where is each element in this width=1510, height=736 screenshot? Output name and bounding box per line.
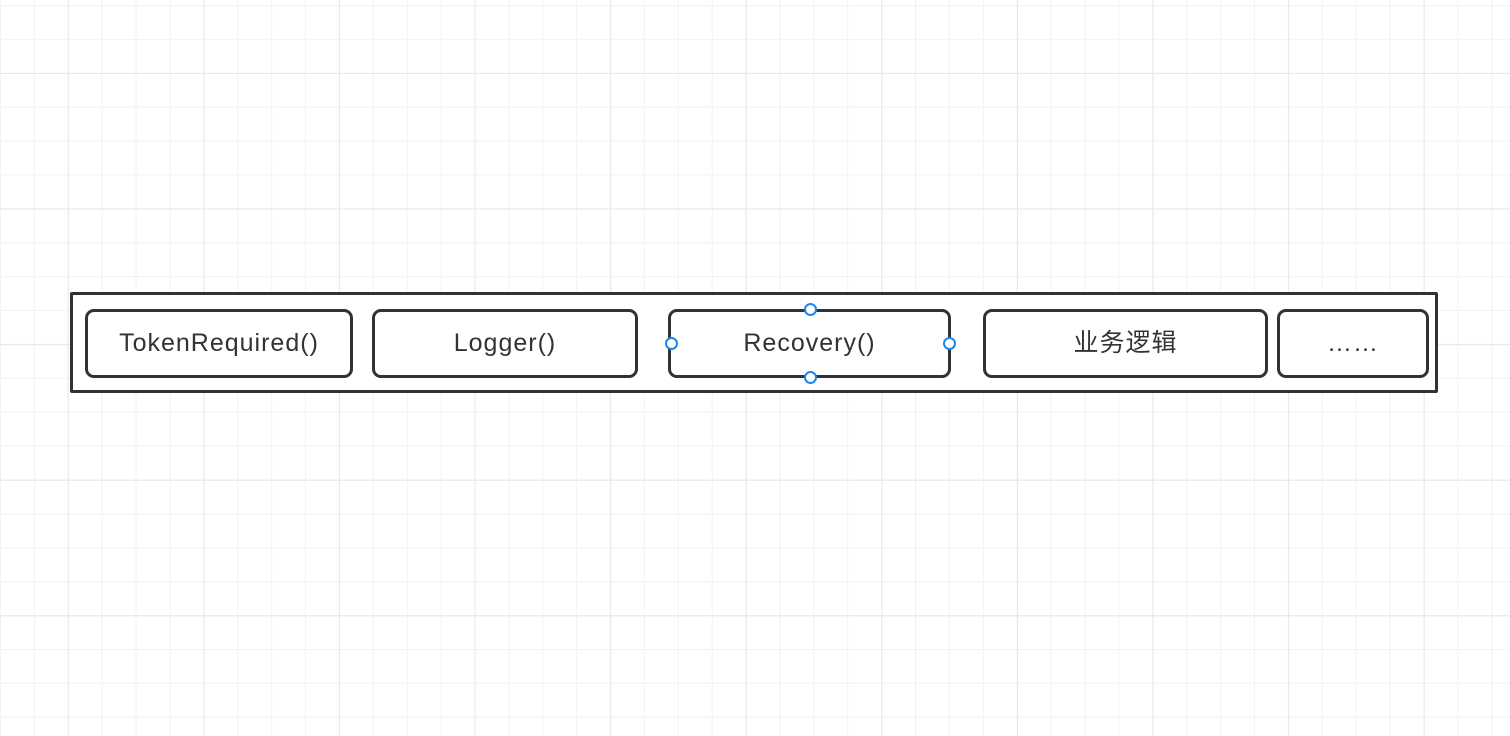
node-recovery[interactable]: Recovery() xyxy=(668,309,951,378)
node-business-logic-label: 业务逻辑 xyxy=(1073,329,1178,357)
node-ellipsis[interactable]: …… xyxy=(1277,309,1429,378)
connection-handle-right[interactable] xyxy=(942,336,956,350)
node-logger-label: Logger() xyxy=(453,329,557,357)
connection-handle-bottom[interactable] xyxy=(803,370,817,384)
node-logger[interactable]: Logger() xyxy=(372,309,638,378)
node-token-required-label: TokenRequired() xyxy=(119,329,319,357)
node-recovery-label: Recovery() xyxy=(743,329,876,357)
node-business-logic[interactable]: 业务逻辑 xyxy=(983,309,1268,378)
connection-handle-top[interactable] xyxy=(803,302,817,316)
node-ellipsis-label: …… xyxy=(1327,329,1379,357)
node-token-required[interactable]: TokenRequired() xyxy=(85,309,353,378)
connection-handle-left[interactable] xyxy=(664,336,678,350)
